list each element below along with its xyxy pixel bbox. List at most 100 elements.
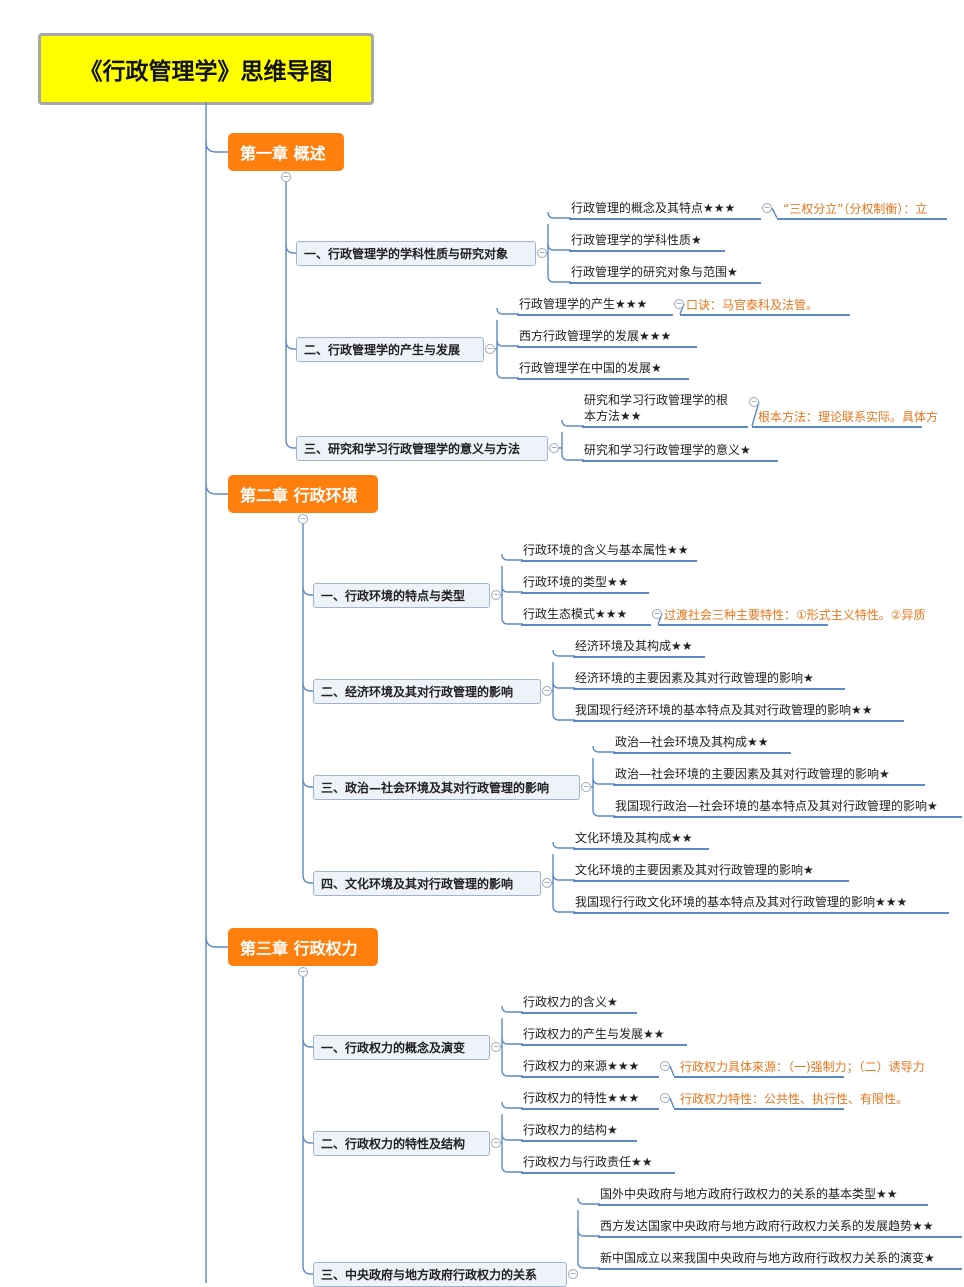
section-connector xyxy=(302,778,313,788)
section-node[interactable]: 一、行政管理学的学科性质与研究对象 xyxy=(296,241,536,266)
collapse-toggle[interactable]: − xyxy=(298,967,308,977)
section-connector xyxy=(285,340,296,350)
item-connector xyxy=(552,841,575,849)
item-label[interactable]: 我国现行行政文化环境的基本特点及其对行政管理的影响★★★ xyxy=(575,895,908,909)
section-node[interactable]: 三、研究和学习行政管理学的意义与方法 xyxy=(296,436,548,461)
note-connector xyxy=(669,1065,675,1077)
item-label[interactable]: 政治—社会环境及其构成★★ xyxy=(615,735,769,749)
item-underline xyxy=(521,560,697,562)
collapse-toggle[interactable]: − xyxy=(652,609,662,619)
chapter-node[interactable]: 第二章 行政环境 xyxy=(228,475,378,513)
item-connector xyxy=(592,745,615,753)
item-label[interactable]: 行政权力的结构★ xyxy=(523,1123,618,1137)
item-label[interactable]: 经济环境的主要因素及其对行政管理的影响★ xyxy=(575,671,814,685)
item-label[interactable]: 行政权力的含义★ xyxy=(523,995,618,1009)
item-connector xyxy=(552,713,575,721)
collapse-toggle[interactable]: − xyxy=(542,878,552,888)
note-underline xyxy=(777,218,947,220)
collapse-toggle[interactable]: − xyxy=(660,1093,670,1103)
item-connector xyxy=(496,307,519,315)
item-label[interactable]: 文化环境的主要因素及其对行政管理的影响★ xyxy=(575,863,814,877)
item-label[interactable]: 研究和学习行政管理学的根本方法★★ xyxy=(584,393,729,423)
item-label[interactable]: 行政管理学的研究对象与范围★ xyxy=(571,265,738,279)
item-connector xyxy=(577,1229,600,1237)
section-node[interactable]: 二、行政管理学的产生与发展 xyxy=(296,337,484,362)
item-label[interactable]: 国外中央政府与地方政府行政权力的关系的基本类型★★ xyxy=(600,1187,898,1201)
item-label[interactable]: 我国现行经济环境的基本特点及其对行政管理的影响★★ xyxy=(575,703,873,717)
item-label[interactable]: 行政管理学的产生★★★ xyxy=(519,297,648,311)
chapter-connector xyxy=(205,936,228,948)
item-label[interactable]: 行政权力的来源★★★ xyxy=(523,1059,640,1073)
item-underline xyxy=(573,848,709,850)
note-underline xyxy=(658,624,828,626)
item-label[interactable]: 新中国成立以来我国中央政府与地方政府行政权力关系的演变★ xyxy=(600,1251,935,1265)
note-underline xyxy=(674,1108,844,1110)
item-connector xyxy=(501,1005,523,1013)
item-underline xyxy=(521,1108,659,1110)
item-underline xyxy=(573,720,904,722)
collapse-toggle[interactable]: − xyxy=(542,686,552,696)
item-underline xyxy=(598,1268,962,1270)
root-title: 《行政管理学》思维导图 xyxy=(79,59,333,85)
item-connector xyxy=(547,275,571,283)
item-label[interactable]: 行政环境的含义与基本属性★★ xyxy=(523,543,689,557)
item-label[interactable]: 行政管理学在中国的发展★ xyxy=(519,361,662,375)
item-connector xyxy=(501,1101,523,1109)
item-underline xyxy=(569,250,725,252)
item-label[interactable]: 文化环境及其构成★★ xyxy=(575,831,693,845)
item-label[interactable]: 行政权力的特性★★★ xyxy=(523,1091,640,1105)
item-label[interactable]: 行政环境的类型★★ xyxy=(523,575,629,589)
collapse-toggle[interactable]: − xyxy=(674,299,684,309)
collapse-toggle[interactable]: − xyxy=(762,203,772,213)
item-connector xyxy=(501,1069,523,1077)
collapse-toggle[interactable]: − xyxy=(281,172,291,182)
item-underline xyxy=(569,218,761,220)
section-connector xyxy=(302,1134,313,1144)
item-label[interactable]: 我国现行政治—社会环境的基本特点及其对行政管理的影响★ xyxy=(615,799,938,813)
section-node[interactable]: 四、文化环境及其对行政管理的影响 xyxy=(313,871,541,896)
section-node[interactable]: 三、政治—社会环境及其对行政管理的影响 xyxy=(313,775,580,800)
item-note: 行政权力特性：公共性、执行性、有限性。 xyxy=(680,1092,909,1106)
section-node[interactable]: 二、经济环境及其对行政管理的影响 xyxy=(313,679,541,704)
item-connector xyxy=(547,243,571,251)
note-connector xyxy=(669,1097,675,1109)
chapter-node[interactable]: 第一章 概述 xyxy=(228,133,344,171)
item-label[interactable]: 研究和学习行政管理学的意义★ xyxy=(584,443,751,457)
chapter-connector xyxy=(205,141,228,153)
item-label[interactable]: 行政管理的概念及其特点★★★ xyxy=(571,201,736,215)
root-topic[interactable]: 《行政管理学》思维导图 xyxy=(38,33,374,105)
item-label[interactable]: 经济环境及其构成★★ xyxy=(575,639,693,653)
item-connector xyxy=(501,1133,523,1141)
collapse-toggle[interactable]: − xyxy=(660,1061,670,1071)
collapse-toggle[interactable]: − xyxy=(485,344,495,354)
item-connector xyxy=(592,777,615,785)
collapse-toggle[interactable]: − xyxy=(491,590,501,600)
section-connector xyxy=(285,244,296,254)
item-connector xyxy=(577,1197,600,1205)
section-node[interactable]: 一、行政权力的概念及演变 xyxy=(313,1035,490,1060)
item-underline xyxy=(521,1140,637,1142)
item-label[interactable]: 西方发达国家中央政府与地方政府行政权力关系的发展趋势★★ xyxy=(600,1219,934,1233)
item-label[interactable]: 行政权力与行政责任★★ xyxy=(523,1155,653,1169)
collapse-toggle[interactable]: − xyxy=(568,1269,578,1279)
item-label[interactable]: 行政权力的产生与发展★★ xyxy=(523,1027,665,1041)
collapse-toggle[interactable]: − xyxy=(491,1138,501,1148)
item-label[interactable]: 行政生态模式★★★ xyxy=(523,607,628,621)
section-node[interactable]: 二、行政权力的特性及结构 xyxy=(313,1131,490,1156)
collapse-toggle[interactable]: − xyxy=(491,1042,501,1052)
collapse-toggle[interactable]: − xyxy=(549,443,559,453)
item-label[interactable]: 政治—社会环境的主要因素及其对行政管理的影响★ xyxy=(615,767,890,781)
item-label[interactable]: 行政管理学的学科性质★ xyxy=(571,233,702,247)
collapse-toggle[interactable]: − xyxy=(298,514,308,524)
item-connector xyxy=(496,339,519,347)
chapter-node[interactable]: 第三章 行政权力 xyxy=(228,928,378,966)
collapse-toggle[interactable]: − xyxy=(749,397,759,407)
collapse-toggle[interactable]: − xyxy=(537,248,547,258)
item-connector xyxy=(501,1037,523,1045)
section-node[interactable]: 一、行政环境的特点与类型 xyxy=(313,583,490,608)
note-underline xyxy=(752,426,922,428)
section-node[interactable]: 三、中央政府与地方政府行政权力的关系 xyxy=(313,1262,567,1287)
item-label[interactable]: 西方行政管理学的发展★★★ xyxy=(519,329,672,343)
collapse-toggle[interactable]: − xyxy=(581,782,591,792)
item-connector xyxy=(552,681,575,689)
